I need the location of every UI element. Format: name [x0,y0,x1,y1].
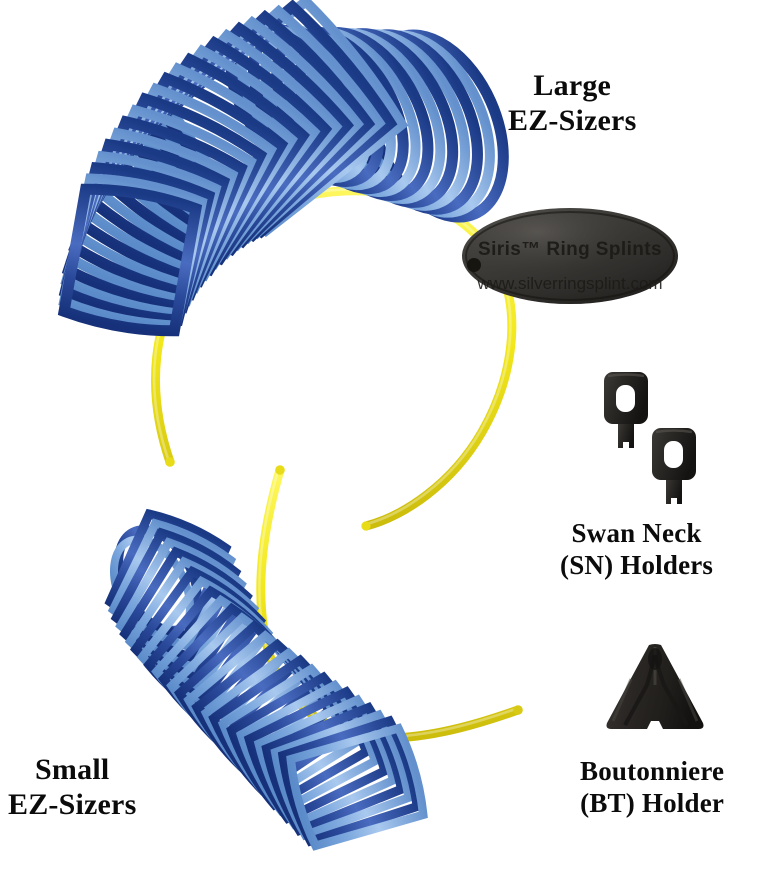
label-small-ez-sizers: Small EZ-Sizers [8,752,136,823]
label-large-line2: EZ-Sizers [508,104,637,138]
label-small-line1: Small [35,753,110,786]
label-bout-line1: Boutonniere [580,756,725,786]
label-swan-line1: Swan Neck [571,518,702,548]
label-boutonniere-holder: Boutonniere (BT) Holder [580,756,724,820]
label-bout-line2: (BT) Holder [580,787,725,818]
label-small-line2: EZ-Sizers [8,788,137,822]
large-ez-sizers-fan [57,0,509,337]
label-large-line1: Large [533,69,612,102]
swan-neck-holder-lower [652,428,696,504]
label-large-ez-sizers: Large EZ-Sizers [508,68,636,139]
label-swan-line2: (SN) Holders [560,549,714,580]
small-stacked-bands [104,508,428,851]
large-stacked-bands [57,0,409,337]
label-swan-neck-holders: Swan Neck (SN) Holders [560,518,713,582]
small-ez-sizers-fan [104,508,428,851]
boutonniere-holder [606,644,704,729]
tag-brand-text: Siris™ Ring Splints [478,239,662,260]
brand-hang-tag: Siris™ Ring Splints www.silverringsplint… [462,208,678,304]
swan-neck-holder-upper [604,372,648,448]
tag-website-text: www.silverringsplint.com [476,274,662,293]
